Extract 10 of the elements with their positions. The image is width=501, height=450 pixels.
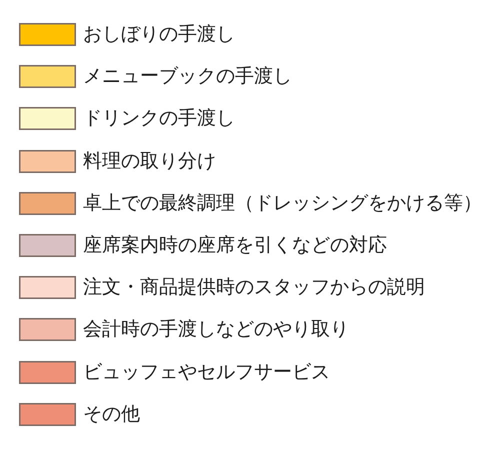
legend-label: ドリンクの手渡し <box>83 107 235 130</box>
legend-label: 会計時の手渡しなどのやり取り <box>83 318 349 342</box>
legend-label: おしぼりの手渡し <box>83 23 235 46</box>
legend-label: メニューブックの手渡し <box>83 65 292 88</box>
legend-label: ビュッフェやセルフサービス <box>83 360 330 384</box>
legend-label: 座席案内時の座席を引くなどの対応 <box>83 234 387 257</box>
legend-label: 注文・商品提供時のスタッフからの説明 <box>83 276 425 300</box>
legend-label: 卓上での最終調理（ドレッシングをかける等） <box>83 192 482 215</box>
legend-label: 料理の取り分け <box>83 150 216 173</box>
legend-label: その他 <box>83 402 140 426</box>
